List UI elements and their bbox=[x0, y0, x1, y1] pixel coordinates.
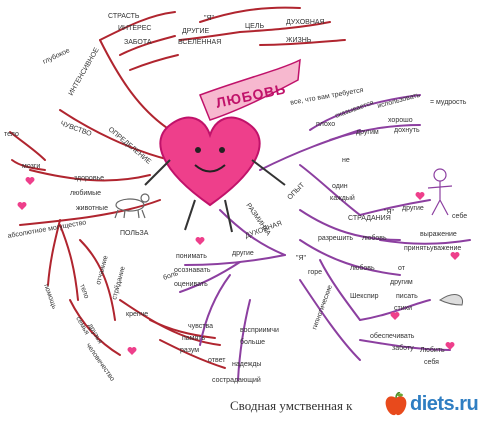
label: ЧУВСТВО bbox=[59, 120, 92, 138]
label: любимые bbox=[70, 189, 101, 197]
label: ДУХОВНАЯ bbox=[286, 19, 325, 26]
label: разрешить bbox=[318, 235, 353, 242]
label: помощь bbox=[42, 283, 58, 310]
small-heart-icon bbox=[415, 192, 425, 200]
label: крепче bbox=[126, 311, 148, 318]
right-branches bbox=[259, 94, 471, 361]
label: один bbox=[332, 183, 348, 190]
label: отчаяние bbox=[95, 255, 110, 286]
label: ОПЫТ bbox=[286, 181, 306, 201]
small-heart-icon bbox=[127, 346, 137, 355]
label: сказывается bbox=[334, 99, 375, 119]
apple-logo-icon bbox=[385, 392, 407, 416]
label: глубокое bbox=[41, 46, 71, 66]
label: себя bbox=[424, 358, 439, 366]
small-heart-icon bbox=[195, 237, 205, 245]
center-lower-branches bbox=[179, 209, 286, 381]
label: другие bbox=[402, 205, 424, 212]
label: горе bbox=[308, 269, 322, 276]
label: восприимчи bbox=[240, 327, 279, 334]
love-subtitle: все, что вам требуется bbox=[290, 86, 365, 107]
quill-icon bbox=[439, 294, 464, 306]
label: любовь bbox=[362, 234, 387, 242]
label: ЦЕЛЬ bbox=[245, 23, 264, 30]
small-heart-icon bbox=[450, 252, 460, 260]
label: дохнуть bbox=[394, 127, 420, 134]
dog-icon bbox=[114, 193, 150, 219]
label: оценивать bbox=[174, 281, 208, 288]
label: каждый bbox=[330, 194, 355, 202]
label: "Я" bbox=[384, 209, 395, 216]
label: больше bbox=[240, 338, 265, 346]
label: ЗАБОТА bbox=[124, 39, 152, 46]
person-icon bbox=[427, 168, 453, 216]
label: сострадающий bbox=[212, 376, 261, 384]
label: стрйдание bbox=[110, 265, 127, 300]
top-branches bbox=[99, 6, 346, 131]
center-lower-labels: РАЗМИНКА ДУХОВНАЯ понимать другие осозна… bbox=[174, 202, 283, 384]
label: СТРАСТЬ bbox=[108, 13, 140, 20]
label: ЖИЗНЬ bbox=[286, 37, 312, 44]
label: = мудрость bbox=[430, 99, 467, 106]
label: тело bbox=[4, 131, 19, 138]
label: ИНТЕНСИВНОЕ bbox=[68, 46, 101, 97]
label: здоровье bbox=[74, 175, 104, 182]
label: ПОЛЬЗА bbox=[120, 230, 149, 237]
label: животные bbox=[76, 205, 108, 212]
label: выражение bbox=[420, 231, 457, 238]
label: заботу bbox=[392, 344, 414, 352]
left-branches bbox=[9, 109, 226, 369]
label: "Я" bbox=[204, 15, 215, 22]
small-heart-icon bbox=[25, 177, 35, 185]
label: разум bbox=[180, 347, 199, 354]
label: любовь bbox=[350, 264, 375, 272]
right-labels: ОПЫТ плохо сказывается использовать хоро… bbox=[286, 92, 467, 366]
label: "Я" bbox=[296, 255, 307, 262]
label: чувства bbox=[188, 323, 213, 330]
label: хорошо bbox=[388, 117, 413, 124]
label: плохо bbox=[316, 121, 335, 128]
label: ВСЕЛЕННАЯ bbox=[178, 39, 221, 46]
label: уважение bbox=[430, 245, 461, 252]
label: себе bbox=[452, 212, 467, 220]
label: мозги bbox=[22, 163, 40, 170]
label: ИНТЕРЕС bbox=[118, 25, 151, 32]
label: ДРУГИЕ bbox=[182, 28, 210, 35]
label: другие bbox=[232, 250, 254, 257]
label: Любить bbox=[420, 346, 445, 354]
small-hearts bbox=[17, 177, 460, 355]
label: тело bbox=[78, 283, 90, 299]
label: обеспечивать bbox=[370, 332, 415, 340]
label: писать bbox=[396, 293, 418, 300]
label: память bbox=[182, 335, 205, 342]
label: от bbox=[398, 265, 406, 272]
label: другим bbox=[390, 279, 413, 286]
heart-character-icon bbox=[144, 116, 286, 233]
label: другим bbox=[356, 129, 379, 136]
label: СТРАДАНИЯ bbox=[348, 215, 391, 222]
label: принять bbox=[404, 245, 430, 252]
small-heart-icon bbox=[445, 342, 455, 350]
label: стихи bbox=[394, 305, 412, 312]
label: понимать bbox=[176, 253, 207, 260]
label: ОПРЕДЕЛЕНИЕ bbox=[107, 126, 153, 166]
small-heart-icon bbox=[17, 202, 27, 210]
label: использовать bbox=[377, 92, 422, 110]
brand-logo[interactable]: diets.ru bbox=[410, 393, 479, 415]
label: не bbox=[342, 157, 350, 164]
label: осознавать bbox=[174, 267, 211, 274]
label: Шекспир bbox=[350, 293, 379, 300]
caption: Сводная умственная к bbox=[230, 398, 353, 413]
label: ответ bbox=[208, 357, 226, 364]
label: надежды bbox=[232, 361, 261, 368]
small-heart-icon bbox=[390, 312, 400, 320]
